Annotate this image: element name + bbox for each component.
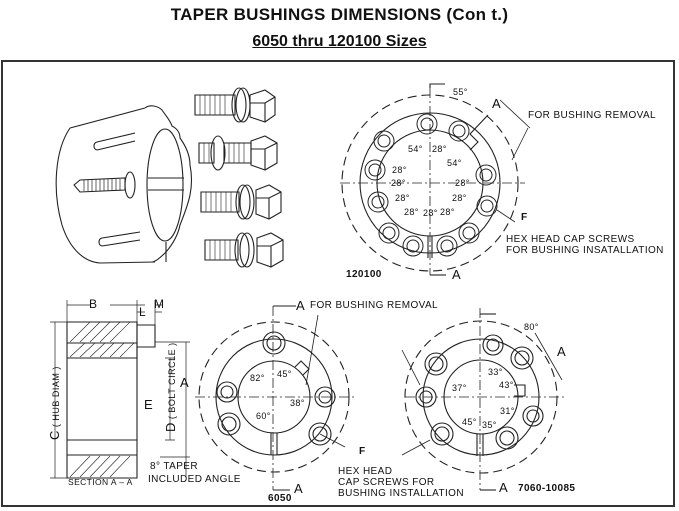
dim-m: M (154, 297, 165, 311)
install-note-line-1: HEX HEAD CAP SCREWS (506, 234, 635, 245)
drawing-frame (1, 60, 675, 507)
view-label-7060-10085: 7060-10085 (518, 483, 576, 494)
dim-b: B (89, 297, 98, 311)
angle-label: 54° (408, 144, 423, 154)
angle-label: 31° (500, 406, 515, 416)
angle-label: 28° (452, 193, 467, 203)
angle-label: 28° (440, 207, 455, 217)
angle-label: 28° (392, 165, 407, 175)
angle-label: 54° (447, 158, 462, 168)
angle-label: 28° (455, 178, 470, 188)
section-label: SECTION A – A (68, 477, 133, 487)
install-note-line-2: CAP SCREWS FOR (338, 477, 435, 488)
section-view-drawing (50, 300, 190, 479)
angle-label: 43° (499, 380, 514, 390)
section-mark: A (492, 96, 502, 111)
cap-screws-illustration (194, 87, 284, 268)
section-mark: A (294, 481, 304, 496)
angle-label: 28° (423, 208, 438, 218)
angle-label: 60° (256, 411, 271, 421)
angle-label: 33° (488, 367, 503, 377)
view-label-120100: 120100 (346, 269, 382, 280)
view-7060-10085-drawing (401, 308, 565, 491)
taper-note-line-2: INCLUDED ANGLE (148, 474, 241, 485)
view-label-6050: 6050 (268, 493, 292, 504)
angle-label: 28° (395, 193, 410, 203)
dim-e: E (144, 397, 154, 412)
dim-d: D ( BOLT CIRCLE ) (163, 342, 178, 432)
angle-label: 82° (250, 373, 265, 383)
angle-label: 28° (404, 207, 419, 217)
angle-label: 80° (524, 322, 539, 332)
angle-label: 37° (452, 383, 467, 393)
install-note-line-1: HEX HEAD (338, 466, 393, 477)
f-mark: F (359, 446, 366, 457)
dim-a: A (180, 375, 190, 390)
section-mark: A (296, 298, 306, 313)
dim-c: C ( HUB DIAM ) (47, 366, 62, 440)
hole-ring (364, 113, 498, 257)
bushing-isometric-illustration (55, 105, 193, 264)
install-note-line-3: BUSHING INSTALLATION (338, 488, 464, 499)
f-mark: F (521, 212, 528, 223)
angle-label: 55° (453, 87, 468, 97)
removal-note: FOR BUSHING REMOVAL (528, 110, 656, 121)
view-120100-drawing (340, 83, 531, 276)
angle-label: 45° (277, 369, 292, 379)
angle-label: 45° (462, 417, 477, 427)
page-title: TAPER BUSHINGS DIMENSIONS (Con t.) (170, 5, 509, 24)
view-6050-drawing (195, 305, 355, 491)
section-mark: A (452, 267, 462, 282)
angle-label: 28° (391, 178, 406, 188)
page-subtitle: 6050 thru 120100 Sizes (252, 33, 427, 50)
angle-label: 35° (482, 420, 497, 430)
angle-label: 28° (432, 144, 447, 154)
section-mark: A (557, 344, 567, 359)
taper-note-line-1: 8° TAPER (150, 461, 198, 472)
install-note-line-2: FOR BUSHING INSATALLATION (506, 245, 664, 256)
dim-l: L (139, 305, 147, 319)
removal-note: FOR BUSHING REMOVAL (310, 300, 438, 311)
section-mark: A (499, 480, 509, 495)
angle-label: 38° (290, 398, 305, 408)
